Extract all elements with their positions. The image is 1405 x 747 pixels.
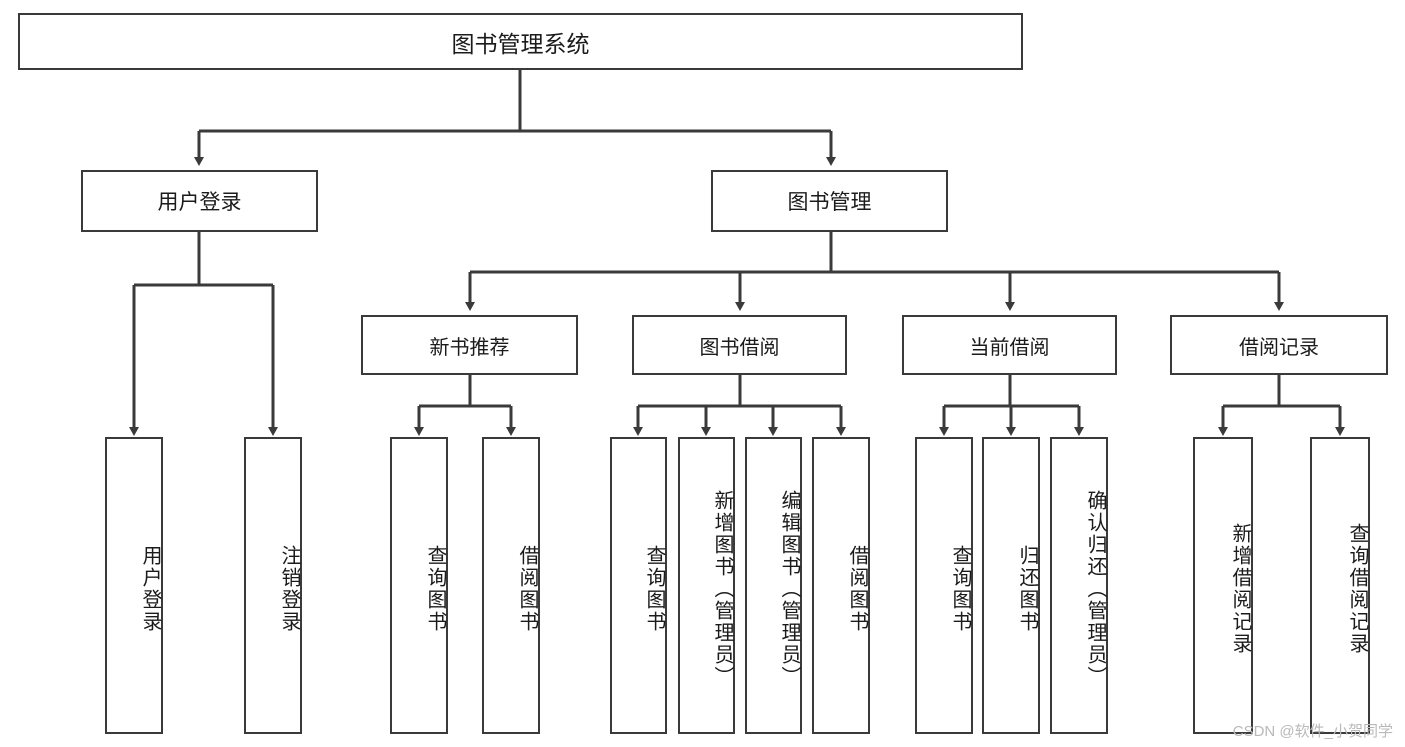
node-label: 确认归还（管理员） xyxy=(1084,489,1106,688)
node-label: 查询借阅记录 xyxy=(1346,522,1368,655)
node-label: 查询图书 xyxy=(424,544,446,633)
node-label: 图书管理 xyxy=(787,191,872,214)
node-label: 新增借阅记录 xyxy=(1229,522,1251,655)
watermark-text: CSDN @软件_小贺同学 xyxy=(1232,723,1393,740)
node-label: 查询图书 xyxy=(643,544,665,633)
node-label: 新增图书（管理员） xyxy=(711,489,733,688)
leaf-borrow-book-recommend[interactable]: 借阅图书 xyxy=(482,437,540,734)
node-label: 用户登录 xyxy=(139,544,161,633)
leaf-user-login[interactable]: 用户登录 xyxy=(105,437,163,734)
leaf-add-book-admin[interactable]: 新增图书（管理员） xyxy=(678,437,735,734)
node-label: 借阅图书 xyxy=(516,544,538,633)
node-label: 图书借阅 xyxy=(699,336,780,359)
leaf-confirm-return-admin[interactable]: 确认归还（管理员） xyxy=(1050,437,1108,734)
node-label: 图书管理系统 xyxy=(451,30,590,57)
node-book-borrow[interactable]: 图书借阅 xyxy=(632,315,847,375)
leaf-return-book[interactable]: 归还图书 xyxy=(982,437,1040,734)
node-label: 借阅记录 xyxy=(1239,336,1319,359)
node-label: 当前借阅 xyxy=(969,336,1050,359)
node-label: 借阅图书 xyxy=(846,544,868,633)
node-label: 新书推荐 xyxy=(429,336,510,359)
node-label: 查询图书 xyxy=(949,544,971,633)
node-label: 用户登录 xyxy=(157,191,242,214)
node-book-management[interactable]: 图书管理 xyxy=(711,170,948,232)
leaf-query-book-borrow[interactable]: 查询图书 xyxy=(610,437,667,734)
leaf-logout[interactable]: 注销登录 xyxy=(244,437,302,734)
node-borrow-records[interactable]: 借阅记录 xyxy=(1170,315,1388,375)
leaf-edit-book-admin[interactable]: 编辑图书（管理员） xyxy=(745,437,802,734)
leaf-query-book-current[interactable]: 查询图书 xyxy=(915,437,973,734)
node-current-borrow[interactable]: 当前借阅 xyxy=(902,315,1117,375)
leaf-add-borrow-record[interactable]: 新增借阅记录 xyxy=(1193,437,1253,734)
node-label: 归还图书 xyxy=(1016,544,1038,633)
node-label: 编辑图书（管理员） xyxy=(778,489,800,688)
node-root-system[interactable]: 图书管理系统 xyxy=(18,13,1023,70)
node-user-login[interactable]: 用户登录 xyxy=(81,170,318,232)
node-new-book-recommend[interactable]: 新书推荐 xyxy=(361,315,578,375)
leaf-query-book-recommend[interactable]: 查询图书 xyxy=(390,437,448,734)
leaf-borrow-book[interactable]: 借阅图书 xyxy=(812,437,870,734)
leaf-query-borrow-record[interactable]: 查询借阅记录 xyxy=(1310,437,1370,734)
node-label: 注销登录 xyxy=(278,544,300,633)
